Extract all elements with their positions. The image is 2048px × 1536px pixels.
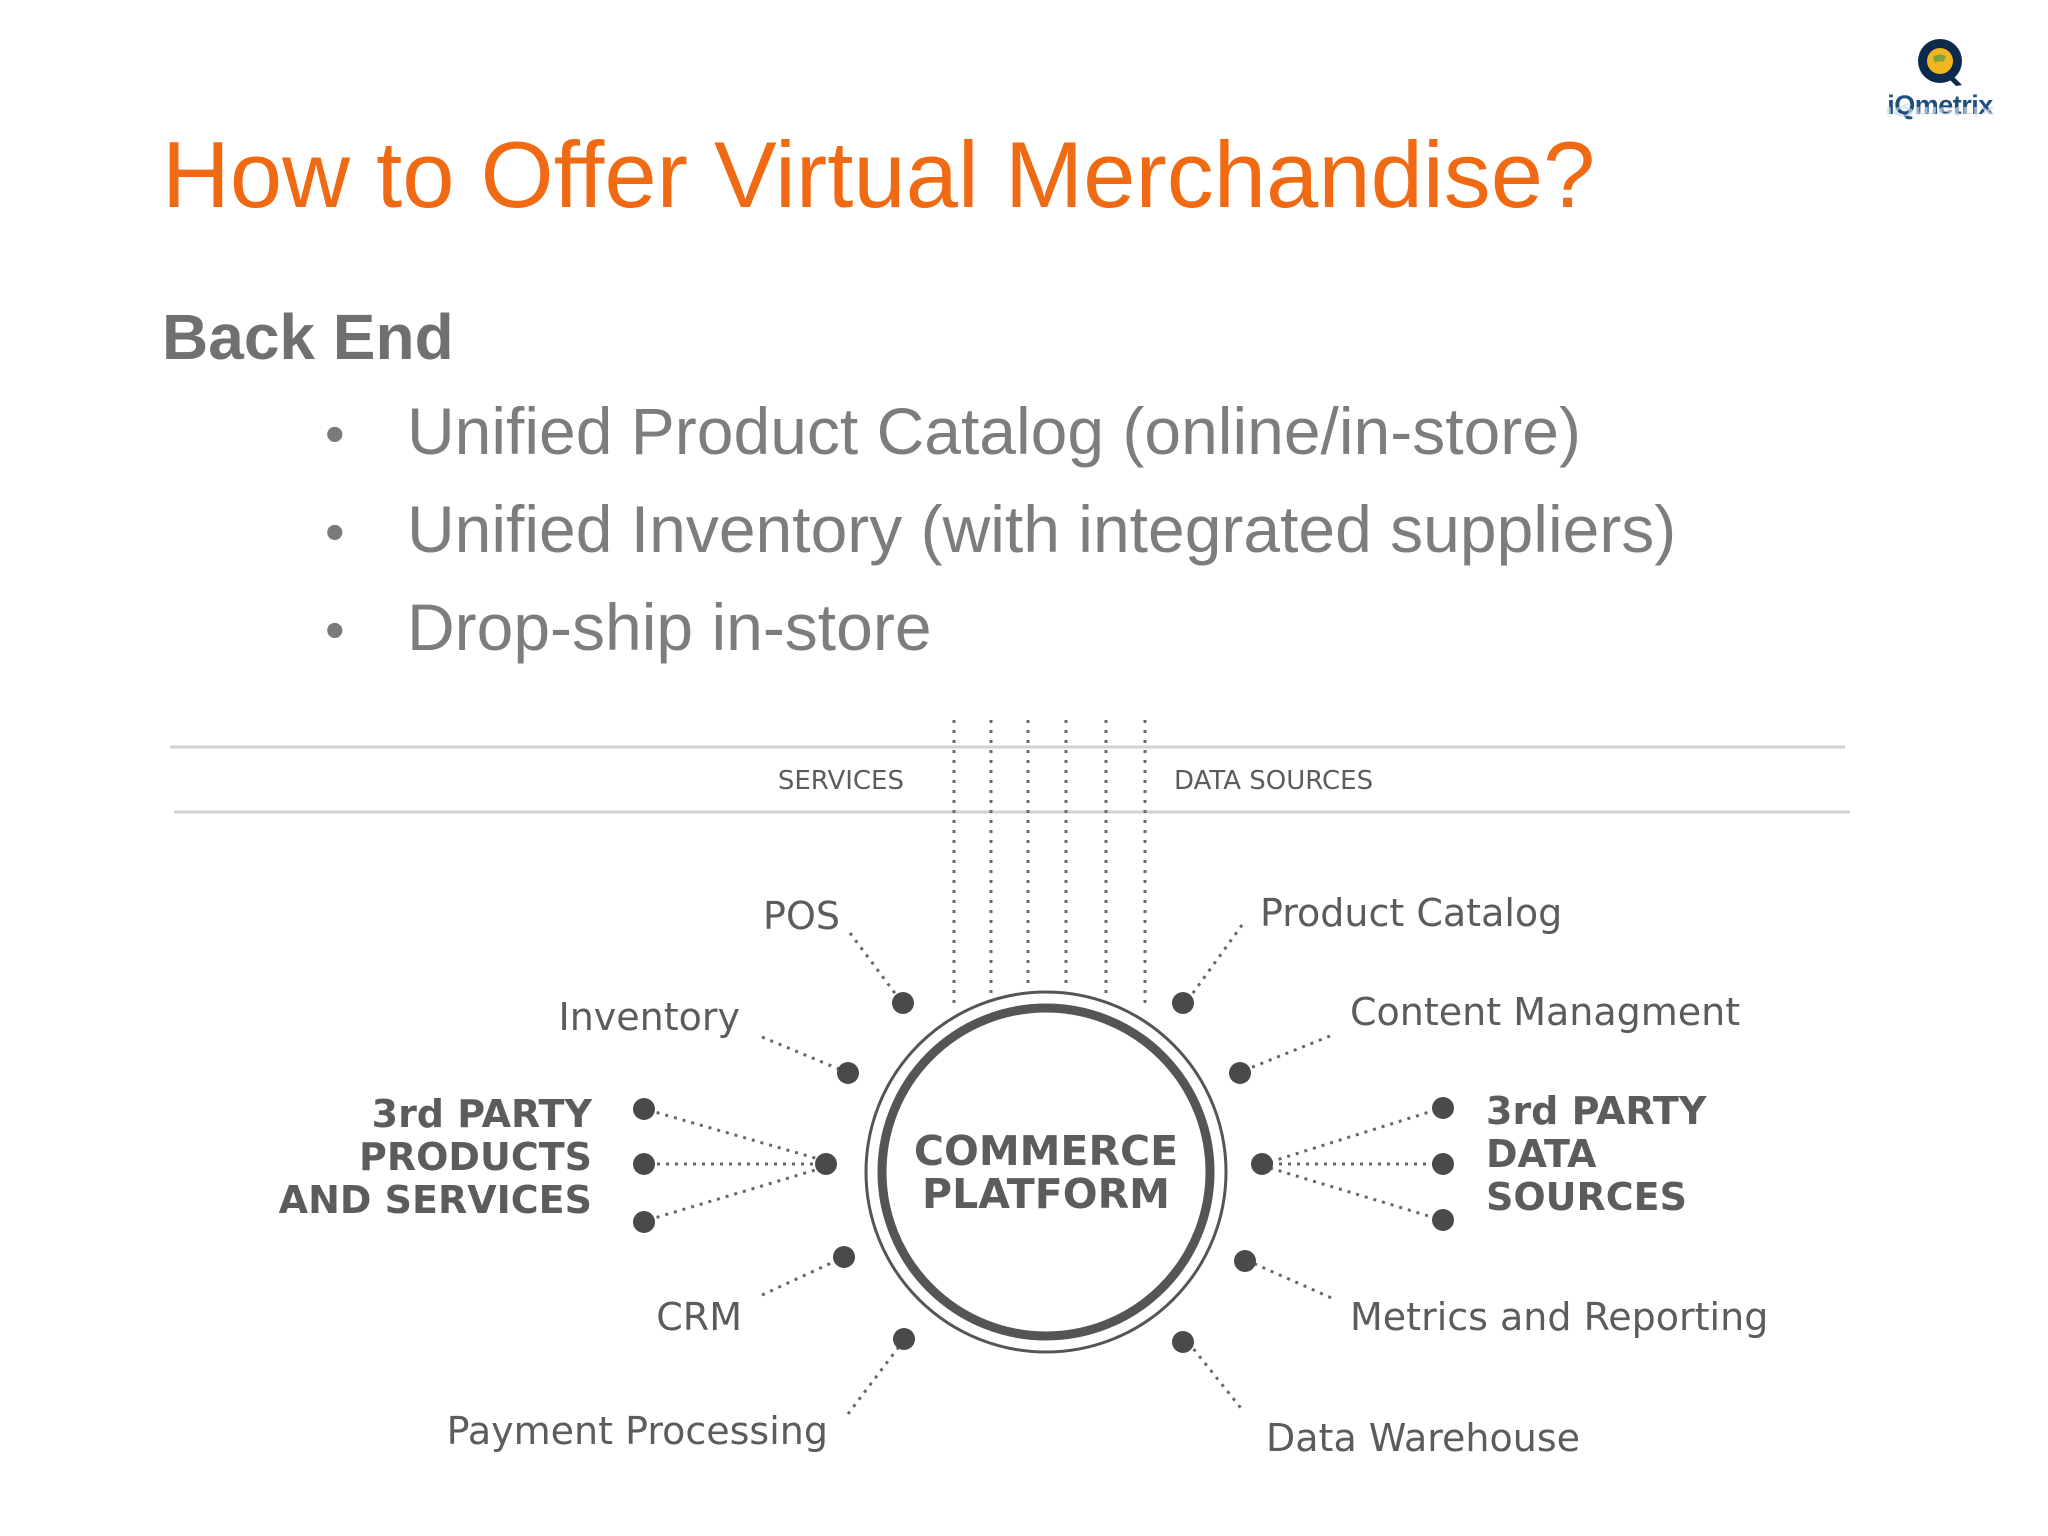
node-dot-payment: [893, 1328, 915, 1350]
logo-reflection: iQmetrix: [1885, 104, 1995, 119]
platform-label-line2: PLATFORM: [922, 1170, 1170, 1218]
bullet-text: Unified Inventory (with integrated suppl…: [407, 492, 1677, 566]
node-label-third-party-data-line3: SOURCES: [1486, 1175, 1687, 1219]
connector-product-catalog: [1186, 924, 1244, 1001]
vertical-connectors: [952, 720, 1147, 1008]
node-dot-third-party-data-top: [1432, 1097, 1454, 1119]
iqmetrix-logo: iQmetrix iQmetrix: [1875, 34, 2005, 144]
connector-third-party-top: [647, 1108, 823, 1162]
connector-metrics: [1245, 1258, 1337, 1302]
q-globe-icon: [1918, 39, 1962, 86]
node-label-warehouse: Data Warehouse: [1266, 1416, 1580, 1460]
node-dot-third-party-data-bottom: [1432, 1209, 1454, 1231]
platform-label-line1: COMMERCE: [914, 1127, 1178, 1175]
connector-third-party-data-bottom: [1269, 1166, 1443, 1222]
node-dot-metrics: [1234, 1250, 1256, 1272]
node-dot-product-catalog: [1172, 992, 1194, 1014]
bullet-icon: •: [325, 500, 345, 563]
connector-third-party-data-top: [1269, 1106, 1443, 1164]
node-dot-content: [1229, 1062, 1251, 1084]
bullet-icon: •: [325, 402, 345, 465]
connector-payment: [846, 1339, 906, 1415]
connector-warehouse: [1186, 1341, 1246, 1413]
connector-crm: [761, 1256, 843, 1297]
node-label-inventory: Inventory: [558, 995, 740, 1039]
band-label-data-sources: DATA SOURCES: [1174, 766, 1373, 796]
node-dot-third-party-top: [633, 1098, 655, 1120]
node-label-third-party-line2: PRODUCTS: [359, 1135, 592, 1179]
connector-third-party-bottom: [647, 1166, 823, 1222]
node-label-third-party-line3: AND SERVICES: [279, 1178, 592, 1222]
band-label-services: SERVICES: [778, 766, 904, 796]
node-label-content: Content Managment: [1350, 990, 1740, 1034]
node-dot-third-party-data-mid: [1432, 1153, 1454, 1175]
node-dot-third-party-mid: [633, 1153, 655, 1175]
connector-inventory: [761, 1035, 847, 1074]
bullet-icon: •: [325, 598, 345, 661]
node-dot-crm: [833, 1246, 855, 1268]
platform-inner-ring: [877, 1003, 1215, 1341]
node-label-crm: CRM: [656, 1295, 742, 1339]
node-label-third-party-data-line1: 3rd PARTY: [1486, 1089, 1707, 1133]
node-connectors: [647, 924, 1443, 1415]
node-dot-inventory: [837, 1062, 859, 1084]
commerce-platform-diagram: SERVICES DATA SOURCES COMMERCE PLATFORM: [170, 720, 1850, 1460]
node-label-third-party-data-line2: DATA: [1486, 1132, 1597, 1176]
node-label-product-catalog: Product Catalog: [1260, 891, 1562, 935]
connector-content: [1239, 1034, 1331, 1074]
node-dot-third-party-bottom: [633, 1211, 655, 1233]
node-dots: [633, 992, 1454, 1353]
bullet-text: Drop-ship in-store: [407, 590, 932, 664]
slide-title: How to Offer Virtual Merchandise?: [162, 122, 1596, 227]
bullet-text: Unified Product Catalog (online/in-store…: [407, 394, 1581, 468]
logo-text: iQmetrix: [1887, 90, 1993, 120]
node-label-pos: POS: [763, 894, 840, 938]
connector-pos: [848, 932, 902, 1001]
node-dot-pos: [892, 992, 914, 1014]
node-dot-warehouse: [1172, 1331, 1194, 1353]
node-dot-third-party-data-hub: [1251, 1153, 1273, 1175]
node-label-metrics: Metrics and Reporting: [1350, 1295, 1768, 1339]
node-dot-third-party-hub: [815, 1153, 837, 1175]
platform-outer-ring: [864, 990, 1228, 1354]
node-label-payment: Payment Processing: [447, 1409, 828, 1453]
node-label-third-party-line1: 3rd PARTY: [372, 1092, 593, 1136]
section-heading: Back End: [162, 301, 454, 373]
